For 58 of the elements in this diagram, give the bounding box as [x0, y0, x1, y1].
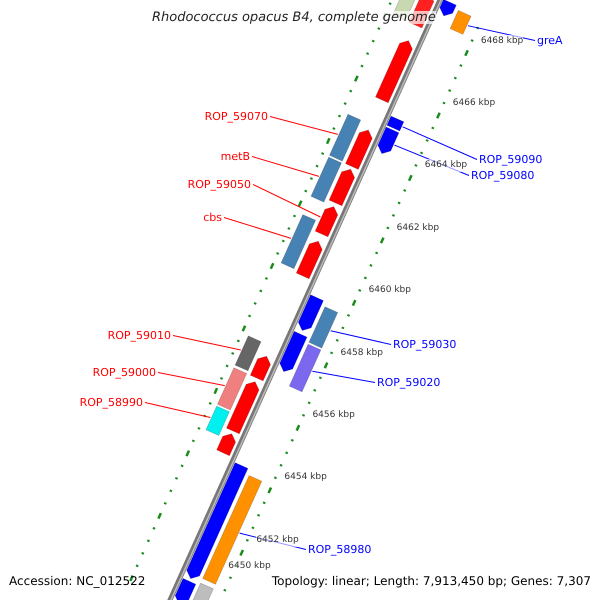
gene-label: ROP_59020 [377, 376, 440, 389]
gene-feature [328, 168, 355, 206]
scale-label: 6468 kbp [480, 34, 524, 48]
gene-label: ROP_59000 [92, 366, 156, 379]
gene-feature [345, 130, 373, 170]
gene-feature [206, 406, 230, 436]
gene-feature [216, 433, 236, 456]
leader-line [270, 116, 338, 135]
leader-line [144, 402, 211, 418]
leader-line [239, 532, 306, 550]
gene-label: ROP_59090 [479, 153, 542, 166]
scale-label: 6452 kbp [256, 534, 299, 547]
leader-line [467, 25, 536, 41]
gene-feature [279, 330, 308, 372]
gene-feature [250, 356, 271, 382]
leader-line [252, 156, 320, 177]
leader-line [172, 335, 242, 351]
leader-line [402, 126, 478, 160]
gene-feature [174, 578, 196, 600]
gene-label: ROP_59030 [393, 338, 456, 351]
leader-line [224, 217, 292, 239]
gene-feature [310, 156, 342, 202]
gene-feature [386, 116, 404, 132]
gene-feature [450, 10, 472, 35]
gene-label: ROP_59010 [108, 329, 171, 342]
accession-text: Accession: NC_012522 [9, 575, 146, 588]
gene-feature [234, 336, 262, 372]
gene-label: metB [220, 150, 250, 163]
scale-label: 6458 kbp [340, 346, 383, 360]
gene-feature [439, 0, 457, 16]
gene-label: ROP_59080 [471, 169, 534, 182]
scale-label: 6456 kbp [312, 408, 355, 422]
gene-feature [296, 240, 323, 280]
gene-feature [375, 40, 413, 104]
gene-label: ROP_59070 [204, 110, 268, 123]
gene-feature [226, 381, 260, 434]
gene-feature [308, 306, 338, 348]
leader-line [312, 370, 376, 383]
gene-feature [298, 294, 324, 331]
gene-label: greA [537, 34, 563, 47]
scale-label: 6450 kbp [228, 560, 271, 573]
leader-line [330, 330, 392, 345]
genome-summary-text: Topology: linear; Length: 7,913,450 bp; Genes: 7,307 [272, 575, 591, 588]
gene-feature [288, 344, 322, 392]
leader-line [158, 372, 226, 386]
gene-label: ROP_59050 [188, 178, 251, 191]
gene-feature [280, 214, 316, 270]
scale-label: 6462 kbp [396, 222, 440, 235]
title: Rhodococcus opacus B4, complete genome [152, 11, 436, 24]
gene-label: ROP_58980 [308, 543, 372, 556]
leader-line [394, 144, 470, 176]
leader-line [252, 184, 321, 218]
gene-feature [314, 206, 338, 238]
gene-feature [329, 114, 362, 162]
scale-label: 6464 kbp [424, 159, 468, 172]
gene-feature [217, 367, 248, 410]
gene-label: ROP_58990 [80, 396, 143, 409]
gene-label: cbs [203, 211, 222, 224]
